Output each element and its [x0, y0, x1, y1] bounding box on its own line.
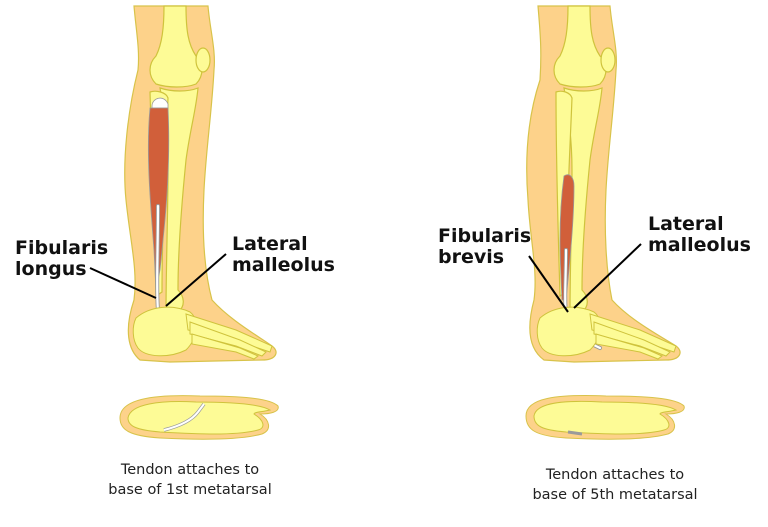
left-muscle-label-line2: longus	[15, 258, 87, 280]
right-caption: Tendon attaches to base of 5th metatarsa…	[510, 465, 720, 505]
left-fibula-head	[151, 97, 169, 109]
right-muscle-label-line2: brevis	[438, 246, 505, 268]
right-muscle-label-line1: Fibularis	[438, 225, 532, 247]
right-muscle-label: Fibularis brevis	[438, 226, 531, 268]
left-muscle-label: Fibularis longus	[15, 238, 108, 280]
right-caption-line2: base of 5th metatarsal	[532, 487, 698, 503]
right-metatarsals	[589, 313, 677, 360]
left-muscle-leader-line	[89, 267, 157, 299]
left-caption-line2: base of 1st metatarsal	[108, 482, 272, 498]
left-landmark-label: Lateral malleolus	[232, 234, 335, 276]
left-patella	[195, 47, 211, 73]
left-leg	[124, 5, 277, 363]
right-foot-plantar-bones	[533, 400, 678, 435]
right-landmark-label-line2: malleolus	[648, 234, 751, 256]
left-femur	[149, 5, 203, 88]
left-calcaneus	[132, 306, 197, 357]
left-landmark-label-line1: Lateral	[232, 233, 308, 255]
right-muscle-leader-line	[528, 255, 569, 313]
left-metatarsals	[185, 313, 273, 360]
right-landmark-label-line1: Lateral	[648, 213, 724, 235]
right-landmark-label: Lateral malleolus	[648, 214, 751, 256]
right-patella	[600, 47, 616, 73]
right-fibularis-brevis-muscle	[559, 174, 575, 301]
left-caption: Tendon attaches to base of 1st metatarsa…	[90, 460, 290, 500]
left-malleolus-leader-line	[165, 253, 227, 307]
right-foot-plantar	[525, 395, 685, 440]
left-foot-plantar-bones	[127, 401, 272, 435]
right-malleolus-leader-line	[573, 243, 642, 309]
right-caption-line1: Tendon attaches to	[545, 467, 685, 483]
right-plantar-tendon	[567, 430, 583, 436]
right-leg	[526, 5, 681, 363]
left-fibularis-longus-muscle	[147, 107, 170, 291]
left-landmark-label-line2: malleolus	[232, 254, 335, 276]
left-muscle-label-line1: Fibularis	[15, 237, 109, 259]
right-tibia	[563, 87, 603, 313]
right-femur	[553, 5, 607, 88]
left-caption-line1: Tendon attaches to	[120, 462, 260, 478]
left-plantar-tendon	[163, 403, 205, 431]
right-calcaneus	[536, 306, 601, 357]
left-foot-plantar	[119, 395, 279, 440]
